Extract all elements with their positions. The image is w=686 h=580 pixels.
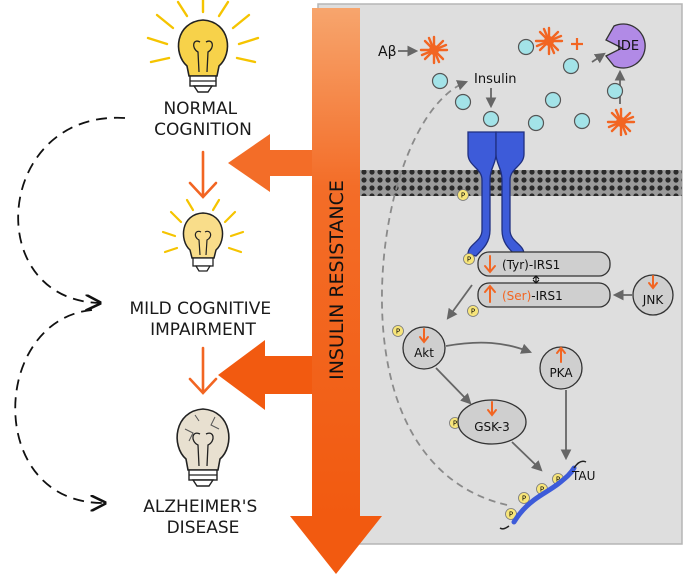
stage-alz-label: ALZHEIMER'S DISEASE xyxy=(143,497,262,538)
svg-text:PKA: PKA xyxy=(549,366,573,380)
insulin-molecules xyxy=(431,38,624,132)
svg-text:(Ser)-IRS1: (Ser)-IRS1 xyxy=(502,289,563,303)
gsk3-node: GSK-3 xyxy=(457,399,527,445)
stage-normal-label: NORMAL COGNITION xyxy=(154,99,252,140)
svg-text:JNK: JNK xyxy=(642,293,665,307)
svg-text:P: P xyxy=(556,476,560,484)
competition-plus-icon xyxy=(571,38,583,50)
abeta-aggregate-icon-2 xyxy=(534,26,564,56)
svg-text:P: P xyxy=(453,420,457,428)
svg-text:P: P xyxy=(522,495,526,503)
svg-text:(Tyr)-IRS1: (Tyr)-IRS1 xyxy=(502,258,560,272)
insulin-resistance-arrow xyxy=(218,8,382,574)
insulin-label: Insulin xyxy=(474,72,517,87)
stage-arrow-2 xyxy=(188,346,218,395)
irs1-exchange-arrow xyxy=(532,275,540,284)
akt-node: Akt xyxy=(402,326,446,370)
dashed-progression-loop-upper xyxy=(17,117,126,303)
tyr-irs1-box: (Tyr)-IRS1 xyxy=(477,251,611,277)
stage-mild-label: MILD COGNITIVE IMPAIRMENT xyxy=(130,299,277,340)
abeta-aggregate-icon xyxy=(419,35,449,65)
dim-lightbulb-icon xyxy=(161,198,245,272)
gsk3-to-tau-arrow xyxy=(511,441,543,472)
akt-to-pka-arrow xyxy=(445,341,533,354)
abeta-label: Aβ xyxy=(378,44,397,60)
svg-text:IDE: IDE xyxy=(617,39,639,54)
tau-to-insulin-feedback xyxy=(381,80,508,506)
pka-node: PKA xyxy=(539,346,583,390)
ide-enzyme-icon: IDE xyxy=(604,23,646,69)
phospho-markers: P P P P P P P P P xyxy=(392,189,564,520)
ide-arrow-1 xyxy=(591,52,606,64)
insulin-receptor-icon xyxy=(467,131,525,257)
tau-protein-icon xyxy=(499,460,587,530)
bright-lightbulb-icon xyxy=(146,0,260,93)
svg-text:P: P xyxy=(396,328,400,336)
svg-text:P: P xyxy=(471,308,475,316)
irs1-to-akt-arrow xyxy=(446,284,473,320)
stage-arrow-1 xyxy=(188,150,218,199)
svg-text:Akt: Akt xyxy=(414,346,434,360)
dashed-progression-loop-lower xyxy=(14,309,105,503)
svg-text:GSK-3: GSK-3 xyxy=(474,420,510,434)
svg-text:P: P xyxy=(461,192,465,200)
akt-to-gsk3-arrow xyxy=(435,367,472,405)
broken-lightbulb-icon xyxy=(176,408,230,487)
insulin-resistance-label: INSULIN RESISTANCE xyxy=(326,180,348,380)
svg-text:P: P xyxy=(467,256,471,264)
svg-text:P: P xyxy=(509,511,513,519)
cell-membrane xyxy=(318,170,682,196)
tau-label: TAU xyxy=(571,469,595,483)
ser-irs1-box: (Ser)-IRS1 xyxy=(477,282,611,308)
abeta-aggregate-icon-3 xyxy=(606,107,636,137)
svg-text:P: P xyxy=(540,486,544,494)
jnk-node: JNK xyxy=(632,274,674,316)
